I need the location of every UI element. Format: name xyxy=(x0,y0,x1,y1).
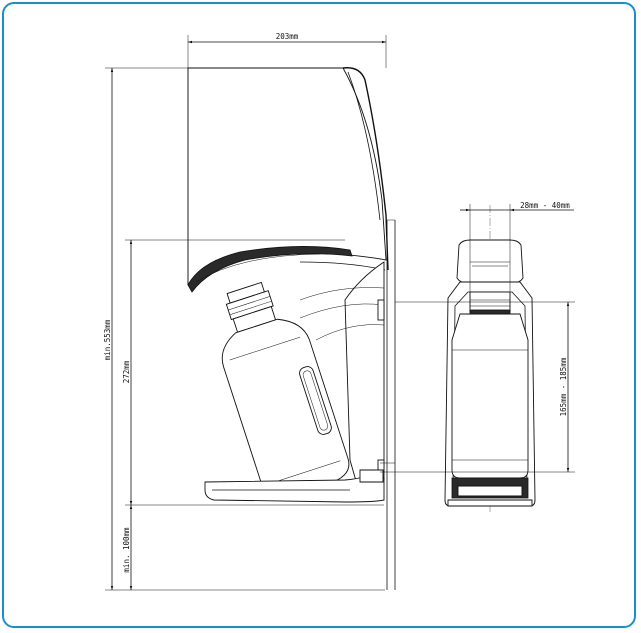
dim-min-bottom-label: min. 100mm xyxy=(122,527,131,573)
dimension-lines xyxy=(105,35,575,591)
dim-272-label: 272mm xyxy=(122,360,131,383)
dim-bottle-height-label: 165mm - 185mm xyxy=(559,357,568,416)
dispenser-front xyxy=(444,205,536,512)
dim-width-label: 203mm xyxy=(276,32,299,41)
dim-total-height-label: min.553mm xyxy=(103,319,112,360)
dim-neck-range-label: 28mm - 40mm xyxy=(520,201,570,210)
wall-line xyxy=(386,219,396,590)
dispenser-hood-side xyxy=(187,67,389,293)
bottle-side xyxy=(221,281,350,499)
drip-tray-side xyxy=(204,469,385,503)
